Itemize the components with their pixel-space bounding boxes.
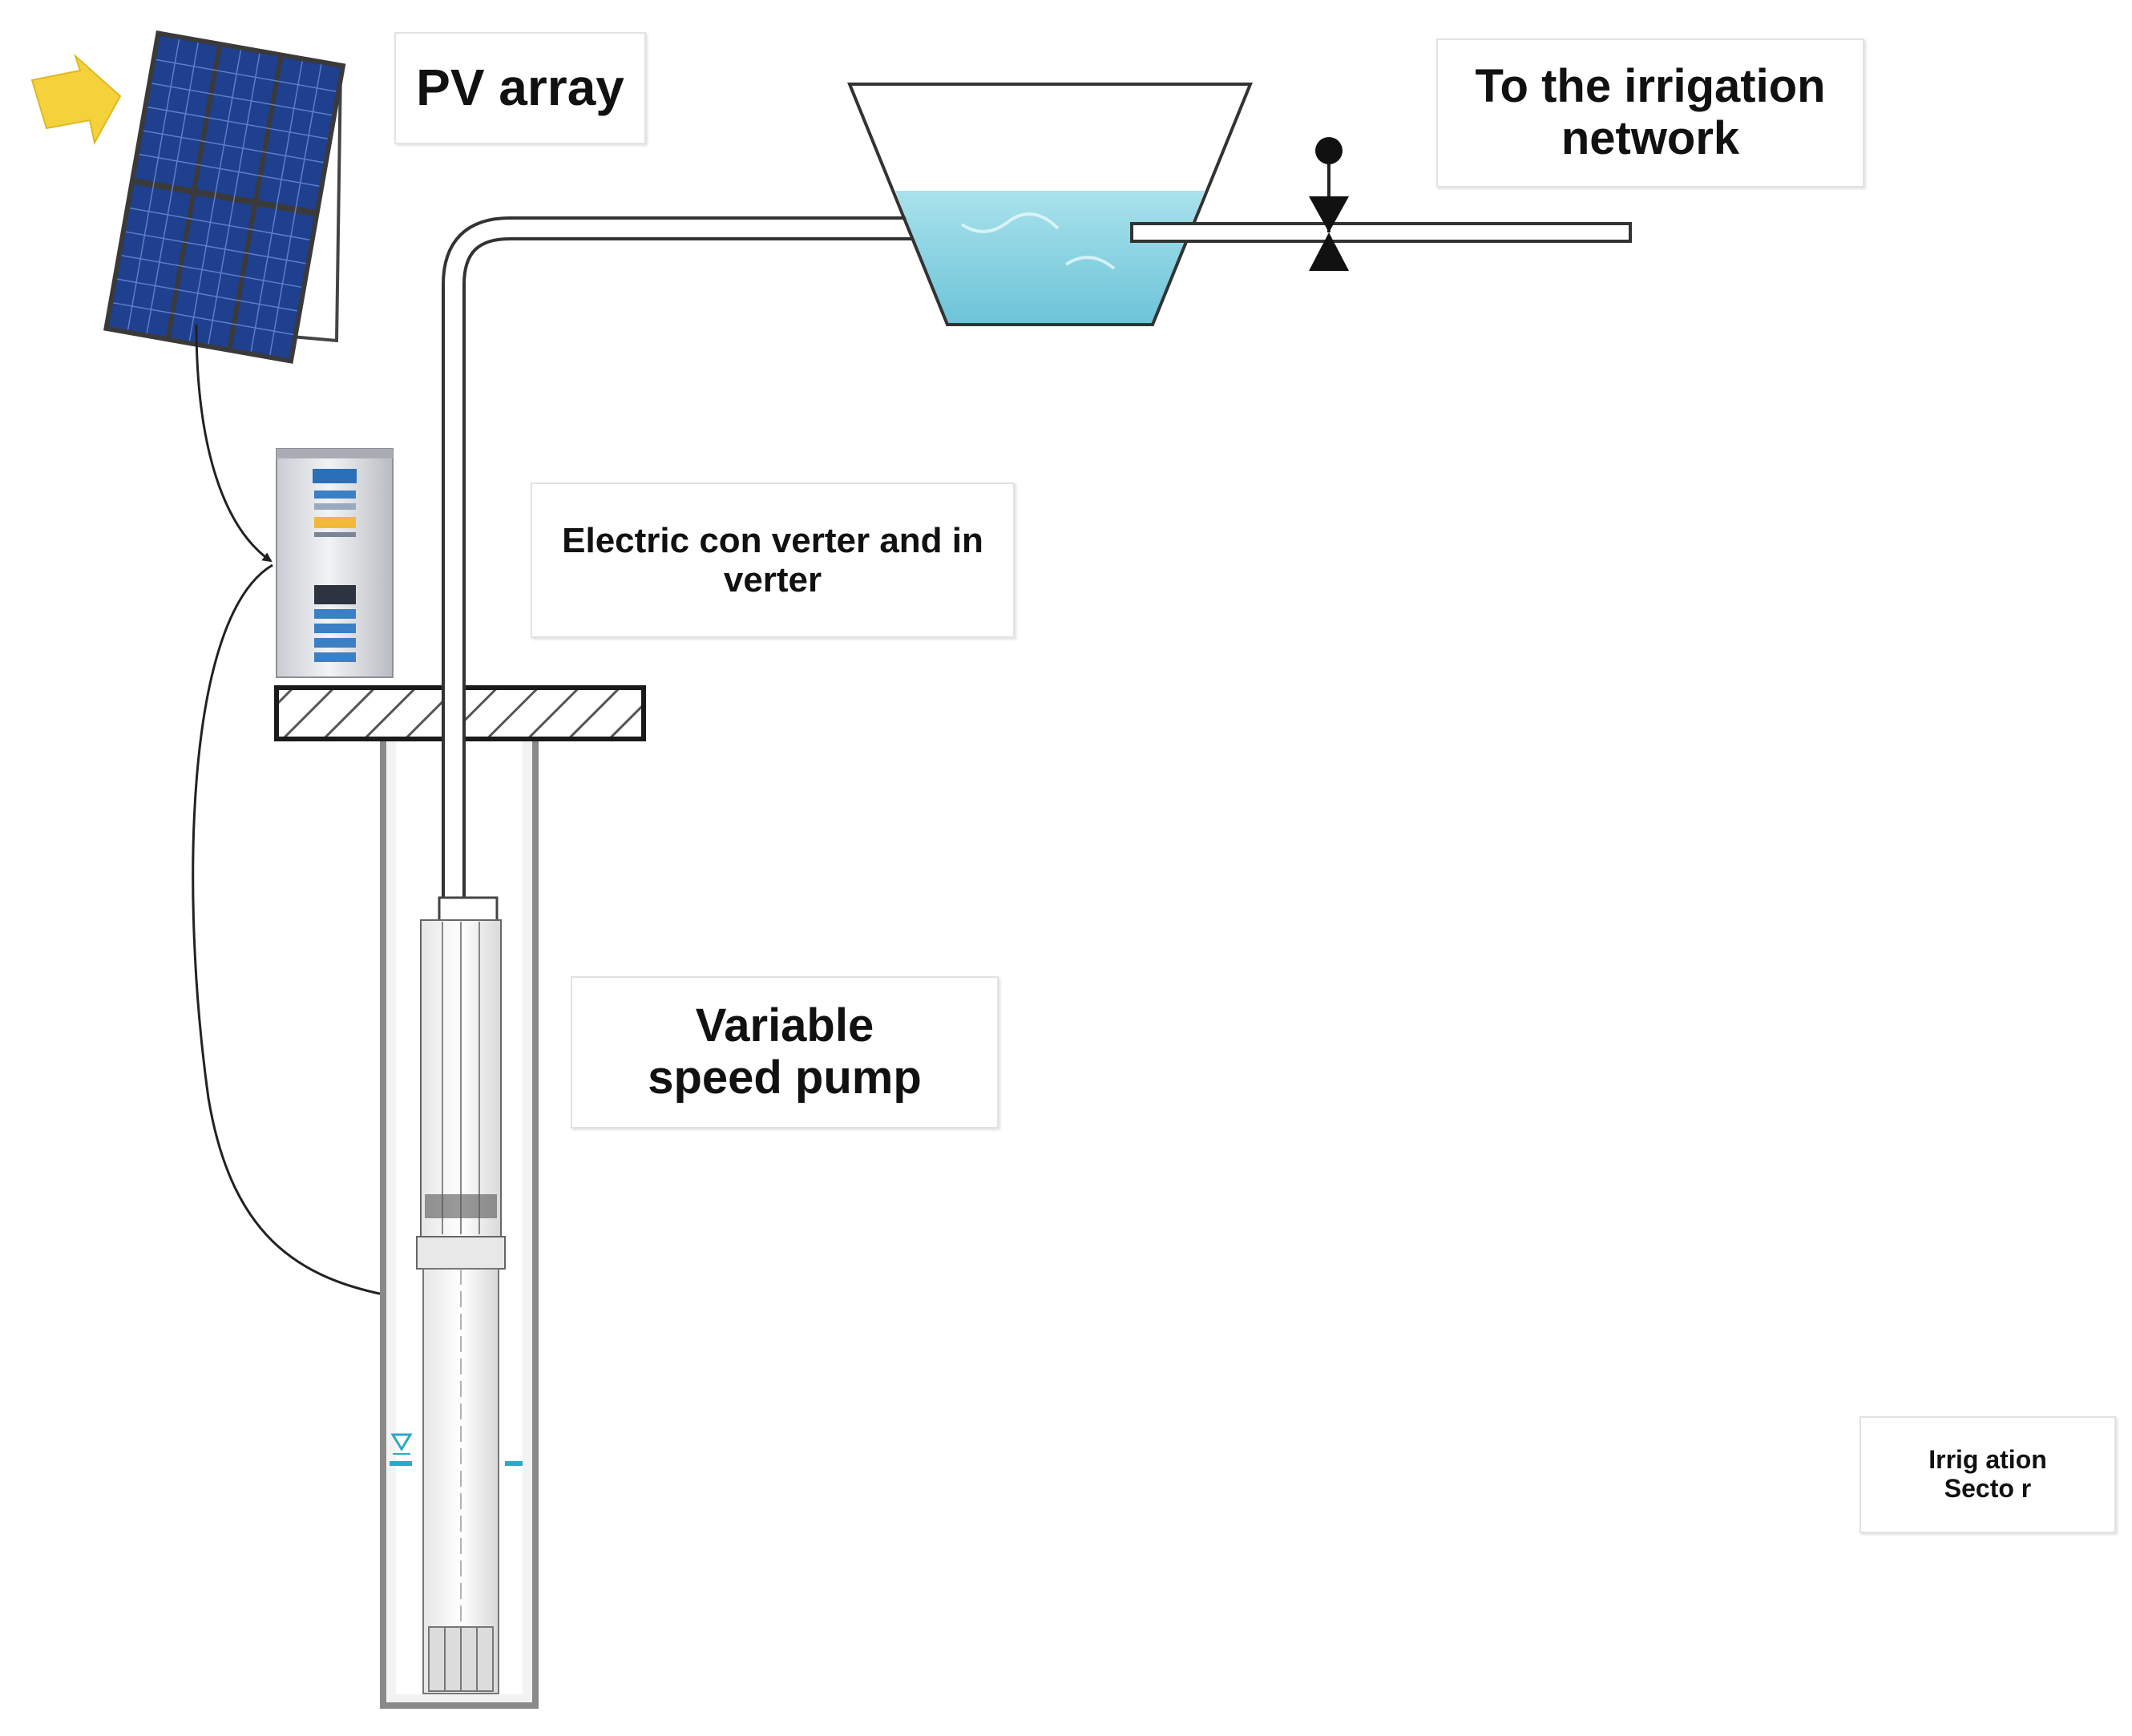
water-tank [847, 83, 1253, 326]
pv-array-label-text: PV array [416, 59, 624, 117]
pv-array-label: PV array [394, 32, 646, 144]
pump-label-text: Variable speed pump [648, 999, 922, 1104]
delivery-pipe [442, 216, 1030, 902]
irrigation-network-label: To the irrigation network [1436, 38, 1864, 188]
irrigation-network-label-text: To the irrigation network [1475, 60, 1826, 164]
irrigation-sector-label: Irrig ation Secto r [1859, 1416, 2116, 1533]
panel-to-inverter-cable [195, 324, 273, 563]
variable-speed-pump-icon [416, 896, 506, 1694]
inverter-device-icon [276, 448, 394, 678]
sun-arrow-icon [30, 53, 122, 145]
irrigation-sector-label-text: Irrig ation Secto r [1928, 1445, 2047, 1503]
pump-label: Variable speed pump [571, 976, 999, 1128]
solar-panel-icon [103, 30, 346, 364]
converter-label-text: Electric con verter and in verter [562, 520, 983, 600]
outlet-pipe [1130, 222, 1632, 243]
converter-label: Electric con verter and in verter [531, 482, 1015, 638]
inverter-to-pump-cable [192, 563, 406, 1302]
water-level-icon [390, 1433, 523, 1466]
valve-icon [1309, 137, 1349, 271]
